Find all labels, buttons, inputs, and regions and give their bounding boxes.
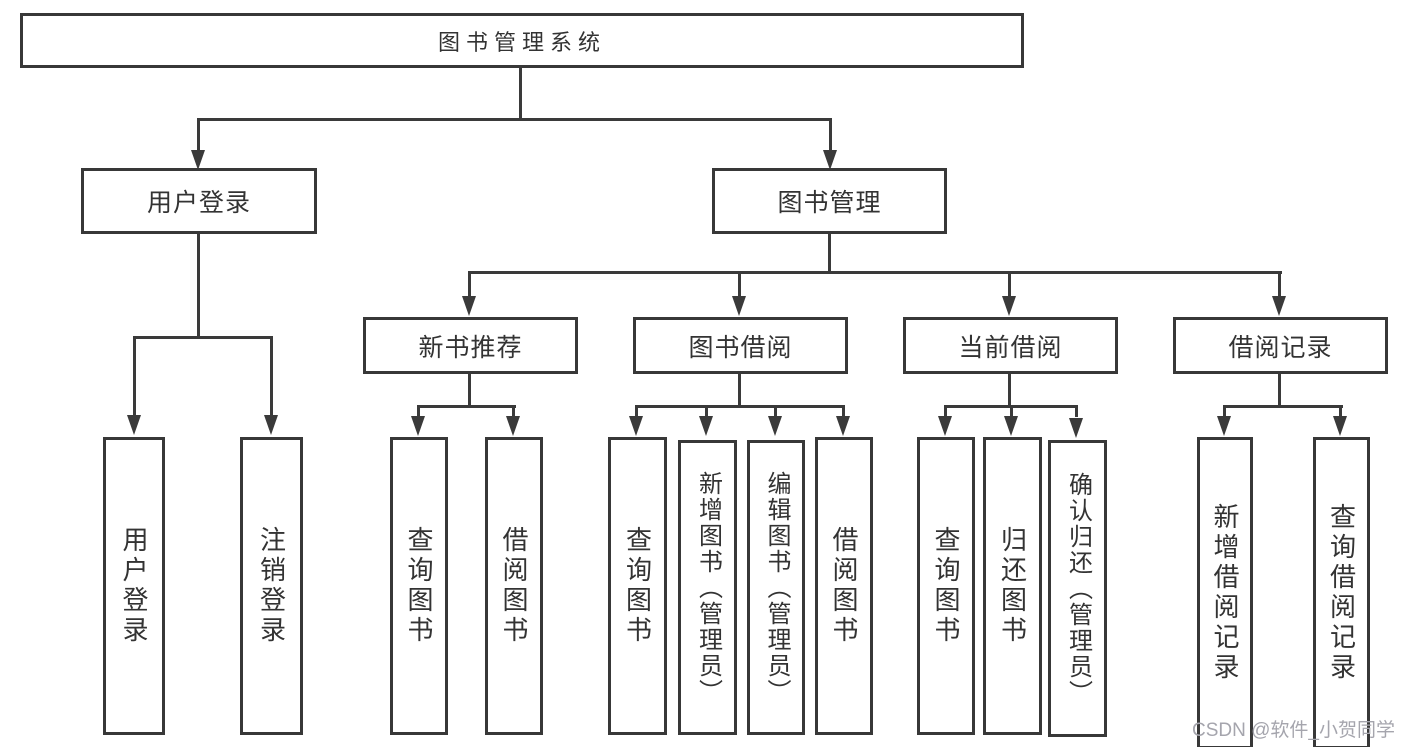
arrow-down-icon — [1004, 416, 1018, 436]
connector-line — [197, 118, 832, 121]
connector-line — [468, 271, 1282, 274]
node-bb-edit-book-label: 编辑图书（管理员） — [763, 470, 790, 705]
connector-line — [133, 336, 136, 416]
node-bb-borrow-book: 借阅图书 — [815, 437, 873, 735]
arrow-down-icon — [629, 416, 643, 436]
node-book-borrow: 图书借阅 — [633, 317, 848, 374]
arrow-down-icon — [462, 296, 476, 316]
arrow-down-icon — [1217, 416, 1231, 436]
node-br-query-record-label: 查询借阅记录 — [1326, 503, 1357, 683]
node-user-login: 用户登录 — [81, 168, 317, 234]
connector-line — [1075, 405, 1078, 417]
node-br-query-record: 查询借阅记录 — [1313, 437, 1370, 747]
connector-line — [1339, 405, 1342, 417]
node-root: 图书管理系统 — [20, 13, 1024, 68]
node-nb-query-book-label: 查询图书 — [404, 526, 434, 646]
arrow-down-icon — [1002, 296, 1016, 316]
node-cb-confirm-return-label: 确认归还（管理员） — [1064, 471, 1092, 706]
node-bb-query-book: 查询图书 — [608, 437, 667, 735]
node-nb-borrow-book-label: 借阅图书 — [499, 526, 529, 646]
node-cb-confirm-return: 确认归还（管理员） — [1048, 440, 1107, 737]
arrow-down-icon — [411, 416, 425, 436]
csdn-watermark: CSDN @软件_小贺同学 — [1192, 720, 1395, 741]
node-root-label: 图书管理系统 — [437, 29, 606, 55]
connector-line — [1223, 405, 1226, 417]
node-bb-add-book: 新增图书（管理员） — [678, 440, 737, 735]
connector-line — [705, 405, 708, 417]
connector-line — [842, 405, 845, 417]
node-br-add-record-label: 新增借阅记录 — [1210, 503, 1240, 683]
connector-line — [738, 271, 741, 298]
connector-line — [828, 234, 831, 274]
connector-line — [468, 374, 471, 408]
node-nb-borrow-book: 借阅图书 — [485, 437, 543, 735]
node-bb-query-book-label: 查询图书 — [622, 526, 653, 646]
node-book-mgmt: 图书管理 — [712, 168, 947, 234]
connector-line — [1278, 374, 1281, 408]
connector-line — [519, 68, 522, 121]
node-bb-edit-book: 编辑图书（管理员） — [747, 440, 805, 735]
connector-line — [774, 405, 777, 417]
connector-line — [738, 374, 741, 408]
arrow-down-icon — [127, 415, 141, 435]
arrow-down-icon — [823, 150, 837, 170]
arrow-down-icon — [191, 150, 205, 170]
arrow-down-icon — [1069, 418, 1083, 438]
node-book-borrow-label: 图书借阅 — [688, 333, 793, 362]
arrow-down-icon — [732, 296, 746, 316]
connector-line — [635, 405, 638, 417]
node-br-add-record: 新增借阅记录 — [1197, 437, 1253, 747]
connector-line — [512, 405, 515, 417]
connector-line — [417, 405, 420, 417]
node-new-book-rec: 新书推荐 — [363, 317, 578, 374]
arrow-down-icon — [1272, 296, 1286, 316]
connector-line — [829, 118, 832, 152]
connector-line — [1223, 405, 1343, 408]
arrow-down-icon — [506, 416, 520, 436]
node-cb-return-book: 归还图书 — [983, 437, 1042, 735]
connector-line — [133, 336, 273, 339]
connector-line — [197, 118, 200, 152]
connector-line — [1278, 271, 1281, 298]
node-leaf-logout: 注销登录 — [240, 437, 303, 735]
arrow-down-icon — [264, 415, 278, 435]
arrow-down-icon — [699, 416, 713, 436]
arrow-down-icon — [836, 416, 850, 436]
node-user-login-label: 用户登录 — [146, 189, 251, 217]
node-cb-query-book: 查询图书 — [917, 437, 975, 735]
connector-line — [197, 234, 200, 339]
node-leaf-logout-label: 注销登录 — [256, 526, 287, 646]
arrow-down-icon — [768, 416, 782, 436]
node-leaf-user-login: 用户登录 — [103, 437, 165, 735]
connector-line — [635, 405, 845, 408]
connector-line — [468, 271, 471, 298]
connector-line — [944, 405, 947, 417]
node-borrow-record-label: 借阅记录 — [1228, 333, 1333, 362]
node-cb-return-book-label: 归还图书 — [997, 526, 1028, 646]
node-current-borrow: 当前借阅 — [903, 317, 1118, 374]
connector-line — [1010, 405, 1013, 417]
node-borrow-record: 借阅记录 — [1173, 317, 1388, 374]
arrow-down-icon — [938, 416, 952, 436]
connector-line — [270, 336, 273, 416]
node-bb-borrow-book-label: 借阅图书 — [829, 526, 859, 646]
node-new-book-rec-label: 新书推荐 — [418, 333, 523, 362]
node-book-mgmt-label: 图书管理 — [777, 189, 882, 217]
node-leaf-user-login-label: 用户登录 — [119, 526, 149, 646]
connector-line — [1008, 374, 1011, 408]
node-cb-query-book-label: 查询图书 — [931, 526, 961, 646]
connector-line — [1008, 271, 1011, 298]
arrow-down-icon — [1333, 416, 1347, 436]
node-nb-query-book: 查询图书 — [390, 437, 448, 735]
connector-line — [417, 405, 516, 408]
node-current-borrow-label: 当前借阅 — [958, 333, 1063, 362]
node-bb-add-book-label: 新增图书（管理员） — [694, 470, 722, 705]
